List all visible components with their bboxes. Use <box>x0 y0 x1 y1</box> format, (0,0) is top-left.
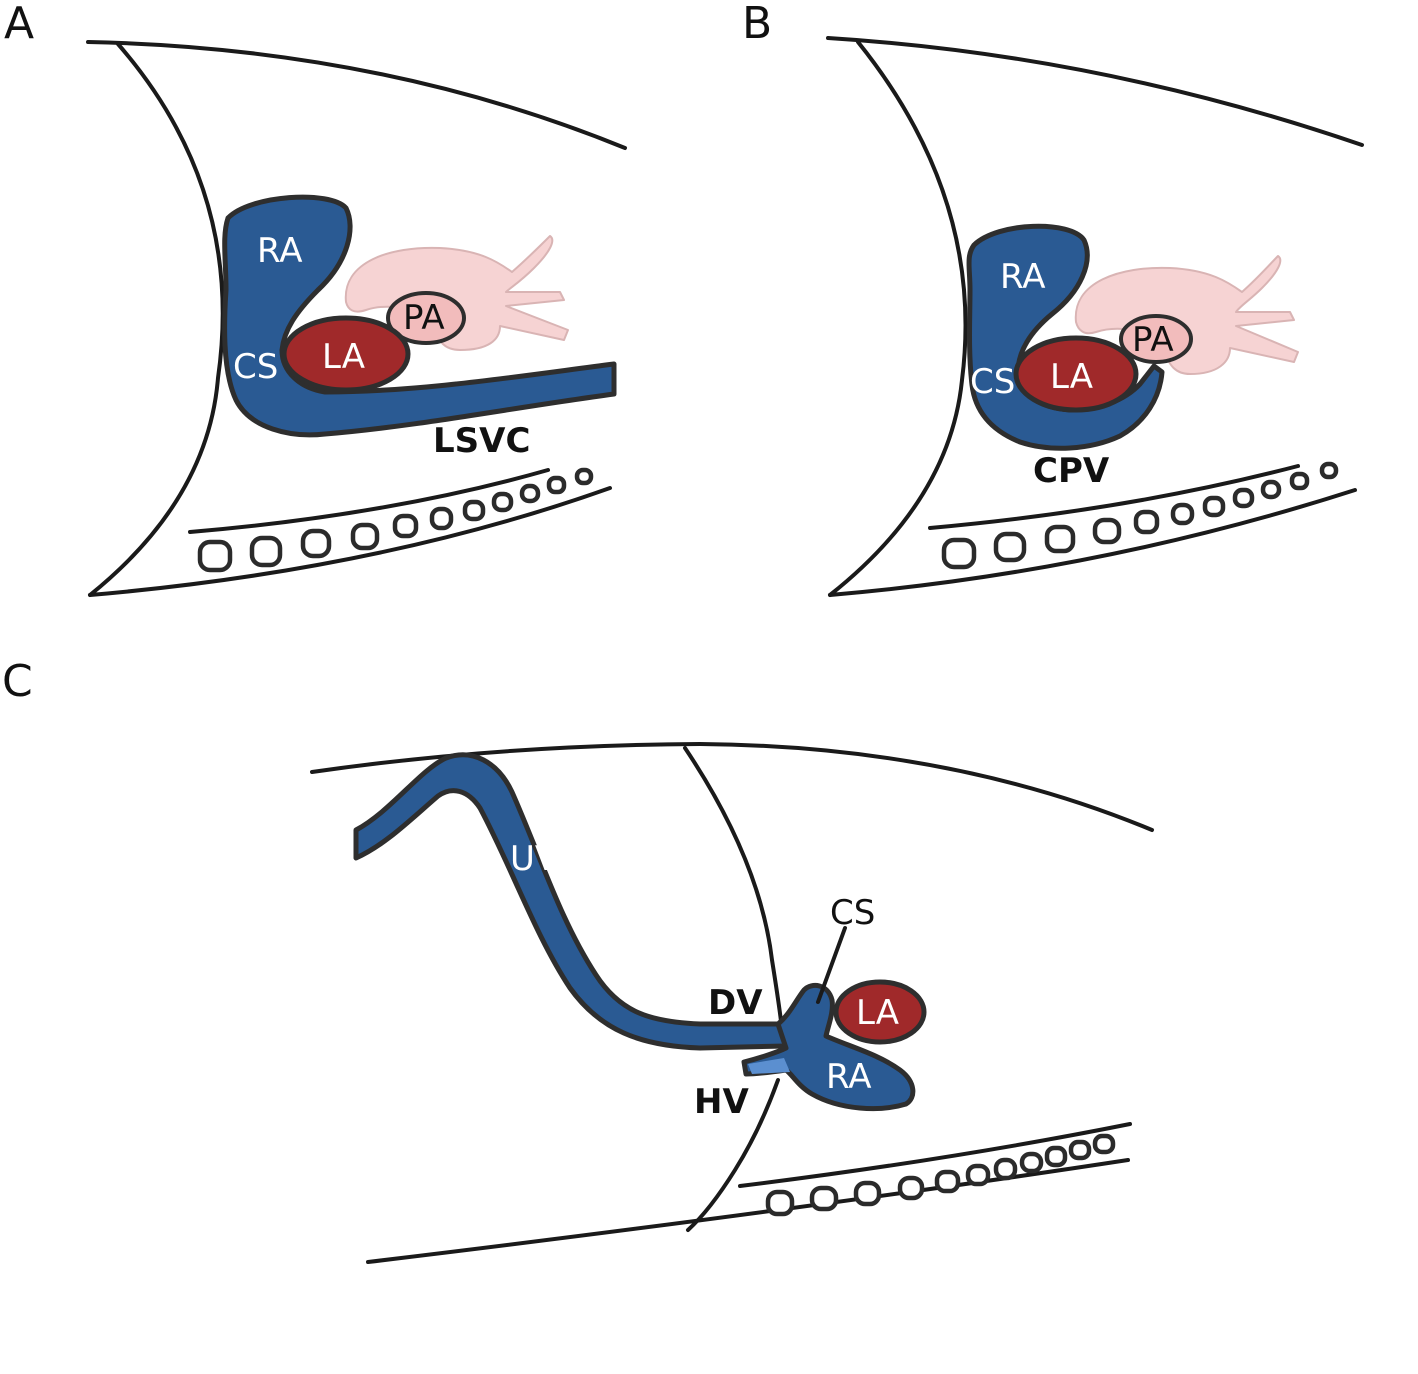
panel-a-label-lsvc: LSVC <box>433 421 530 461</box>
panel-a-letter: A <box>4 0 34 49</box>
panel-b-ra-cs-cpv <box>966 223 1165 451</box>
panel-b-vertebrae <box>941 461 1339 570</box>
panel-b-label-ra: RA <box>1000 257 1046 297</box>
panel-c-label-la: LA <box>856 993 899 1033</box>
panel-a-spine-line <box>188 468 550 534</box>
vertebra <box>392 513 419 539</box>
vertebra <box>897 1175 925 1201</box>
panel-c-liver-outline <box>683 746 784 1032</box>
panel-b-chest-wall-curve <box>828 40 968 597</box>
vertebra <box>429 506 454 531</box>
panel-c-label-dv: DV <box>708 983 763 1023</box>
vertebra <box>1289 471 1310 491</box>
panel-a: A PA LA RA CS LSVC <box>4 0 627 597</box>
panel-b-label-la: LA <box>1050 357 1093 397</box>
vertebra <box>1202 495 1226 518</box>
vertebra <box>546 475 567 495</box>
vertebra <box>1260 479 1282 500</box>
panel-b-letter: B <box>742 0 772 49</box>
vertebra <box>300 528 332 559</box>
panel-b: B PA LA RA CS CPV <box>742 0 1364 597</box>
panel-c-upper-body-wall <box>310 742 1154 832</box>
panel-c-la <box>833 979 927 1045</box>
panel-c-spine-line-upper <box>738 1122 1132 1188</box>
panel-b-lower-body-wall <box>828 488 1357 597</box>
vertebra <box>1319 461 1339 480</box>
vertebra <box>462 499 486 522</box>
vertebra <box>1044 1145 1068 1168</box>
vertebra <box>1044 524 1076 554</box>
panel-a-label-la: LA <box>322 337 365 377</box>
vertebra <box>993 1157 1018 1181</box>
panel-a-label-ra: RA <box>257 231 303 271</box>
vertebra <box>809 1185 839 1212</box>
panel-c: C LA UV CS DV RA <box>2 656 1154 1264</box>
vertebra <box>765 1189 795 1217</box>
panel-c-label-hv: HV <box>694 1082 749 1122</box>
panel-a-la <box>281 315 411 393</box>
vertebra <box>519 483 541 504</box>
panel-a-vertebrae <box>197 467 594 573</box>
vertebra <box>350 522 380 551</box>
vertebra <box>934 1169 961 1194</box>
panel-a-chest-wall-curve <box>88 42 225 597</box>
vertebra <box>1068 1139 1092 1161</box>
panel-a-lower-body-wall <box>88 486 612 597</box>
vertebra <box>1170 502 1195 526</box>
panel-b-label-pa: PA <box>1132 320 1174 360</box>
vertebra <box>1133 509 1160 535</box>
vertebra <box>965 1163 991 1187</box>
panel-c-hepatic-vein-opening <box>748 1058 790 1074</box>
panel-b-label-cs: CS <box>970 362 1015 402</box>
panel-c-label-cs: CS <box>830 893 875 933</box>
vertebra <box>1019 1151 1044 1174</box>
panel-a-pa-lumen <box>386 291 466 345</box>
panel-b-upper-body-wall <box>826 36 1364 147</box>
vertebra <box>993 531 1027 563</box>
vertebra <box>1232 487 1255 509</box>
vertebra <box>1092 1133 1116 1155</box>
vertebra <box>249 535 283 568</box>
panel-c-cs-leader-line <box>816 926 847 1004</box>
vertebra <box>1092 517 1122 545</box>
vertebra <box>491 491 514 513</box>
panel-b-label-cpv: CPV <box>1033 451 1110 491</box>
vertebra <box>853 1180 882 1207</box>
vertebra <box>941 537 977 570</box>
panel-b-la <box>1013 335 1139 413</box>
panel-c-label-ra: RA <box>826 1057 872 1097</box>
panel-c-vertebrae <box>765 1133 1116 1217</box>
vertebra <box>574 467 594 486</box>
panel-a-upper-body-wall <box>86 40 627 150</box>
panel-a-ra-cs-lsvc <box>222 194 617 438</box>
panel-a-label-pa: PA <box>403 298 445 338</box>
panel-c-letter: C <box>2 656 33 707</box>
panel-c-label-uv: UV <box>510 839 558 879</box>
vertebra <box>197 539 233 573</box>
panel-b-spine-line <box>928 464 1300 530</box>
panel-a-label-cs: CS <box>233 347 278 387</box>
panel-c-hepatic-vein-line <box>686 1078 780 1232</box>
panel-b-pa-lumen <box>1119 314 1193 364</box>
